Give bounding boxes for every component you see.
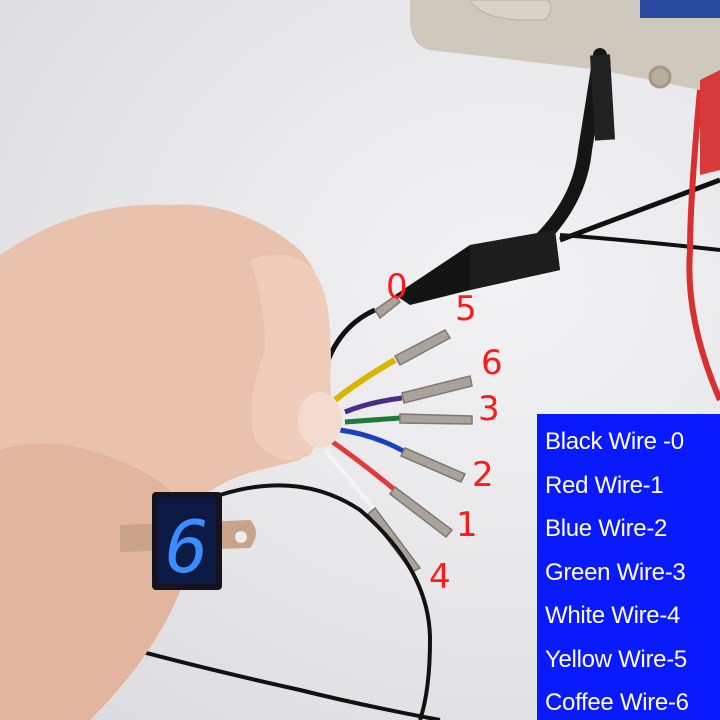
hand: [0, 204, 342, 720]
legend-row-yellow: Yellow Wire-5: [545, 645, 687, 673]
wire-color-legend: Black Wire -0 Red Wire-1 Blue Wire-2 Gre…: [537, 414, 720, 720]
tester-device: [410, 0, 720, 95]
wire-label-6: 6: [481, 343, 503, 383]
wire-label-5: 5: [455, 289, 477, 329]
wire-label-2: 2: [472, 455, 494, 495]
wire-label-0: 0: [386, 267, 408, 307]
legend-row-black: Black Wire -0: [545, 428, 684, 455]
legend-row-white: White Wire-4: [545, 602, 681, 629]
gear-digit: 6: [165, 505, 208, 589]
wire-label-4: 4: [429, 557, 451, 597]
legend-row-green: Green Wire-3: [545, 558, 686, 586]
wire-label-3: 3: [478, 389, 500, 429]
legend-row-red: Red Wire-1: [545, 471, 664, 499]
legend-row-blue: Blue Wire-2: [545, 515, 668, 542]
red-lead: [686, 89, 720, 402]
wire-label-1: 1: [456, 505, 478, 545]
gear-indicator: [120, 492, 256, 590]
legend-row-coffee: Coffee Wire-6: [545, 689, 689, 716]
tester-black-lead: [533, 48, 607, 247]
